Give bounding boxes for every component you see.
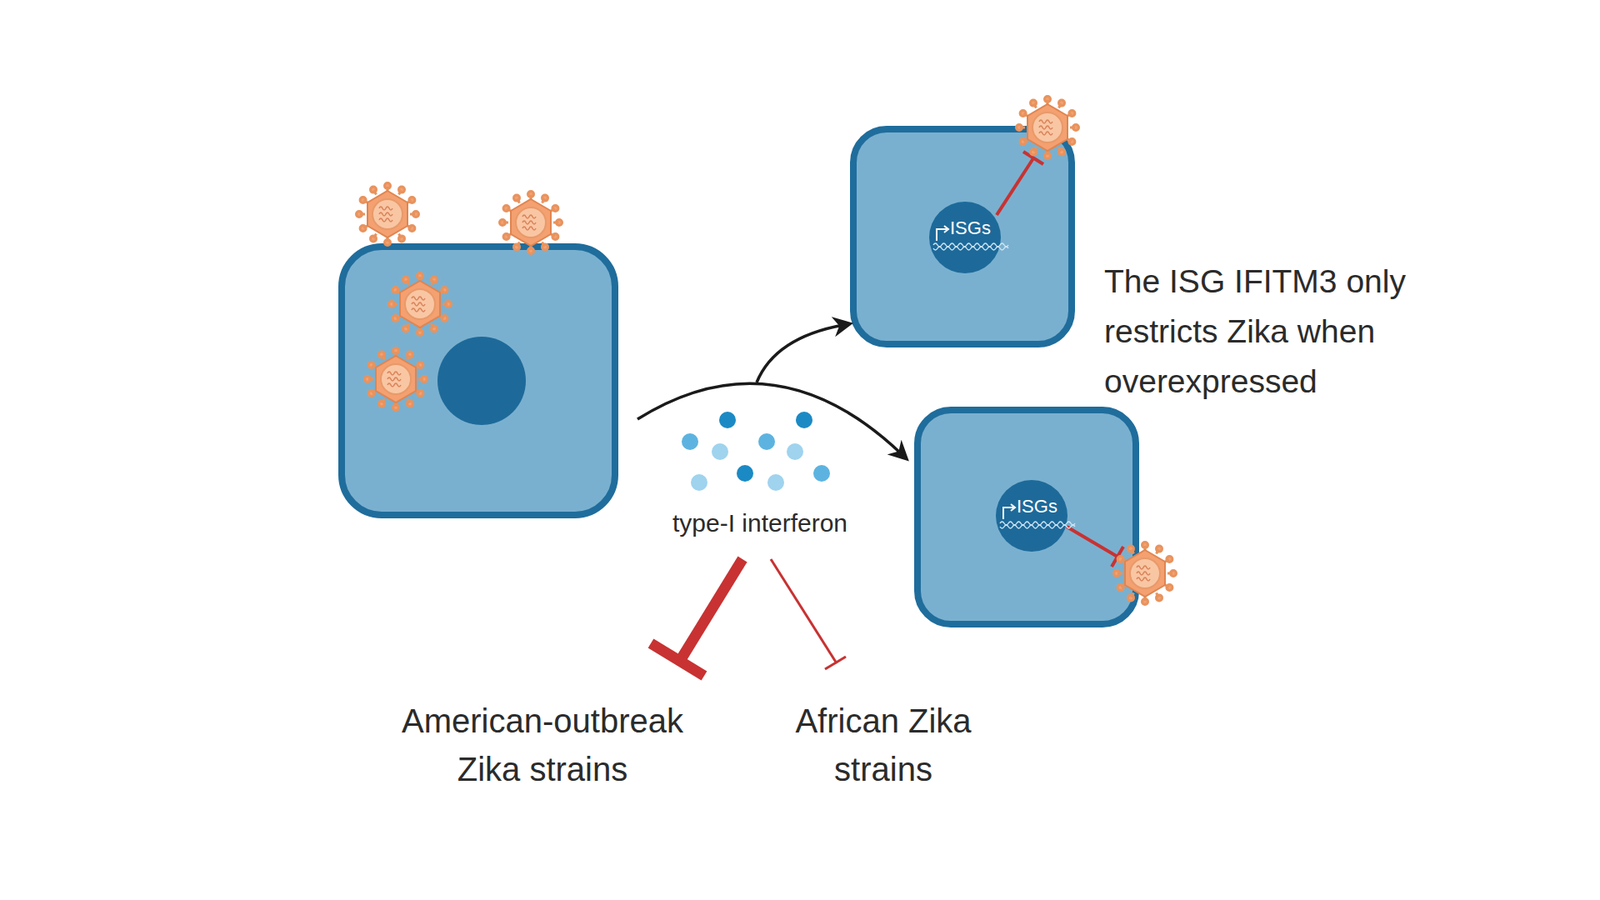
annotation-text: American-outbreak Zika strains xyxy=(371,696,714,794)
nucleus-circle: ISGs xyxy=(928,200,1002,275)
nucleus-circle: ISGs xyxy=(995,479,1069,553)
annotation-text: type-I interferon xyxy=(626,508,894,539)
annotation-text: The ISG IFITM3 only restricts Zika when … xyxy=(1104,256,1463,407)
node-label: ISGs xyxy=(1016,495,1058,518)
annotation-text: African Zika strains xyxy=(758,696,1009,794)
node-label: ISGs xyxy=(950,217,991,240)
